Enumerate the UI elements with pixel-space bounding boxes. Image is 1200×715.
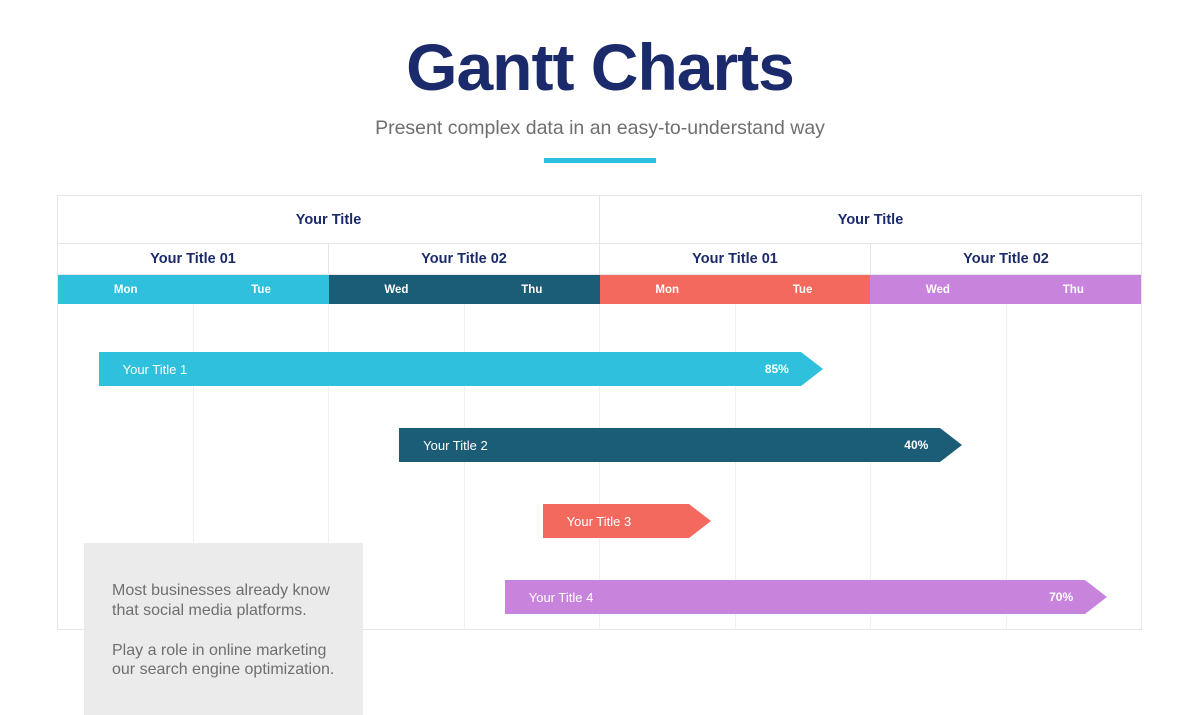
- note-box: Most businesses already know that social…: [84, 543, 363, 715]
- day-header-cell: Wed: [328, 275, 465, 304]
- day-header-cell: Mon: [599, 275, 735, 304]
- accent-divider: [544, 158, 656, 163]
- task-bar[interactable]: Your Title 2 40%: [399, 428, 963, 462]
- day-header-cell: Tue: [193, 275, 329, 304]
- slide-header: Gantt Charts Present complex data in an …: [0, 0, 1200, 163]
- subgroup-header-cell: Your Title 01: [58, 244, 328, 275]
- subgroup-header-cell: Your Title 02: [328, 244, 599, 275]
- task-bar[interactable]: Your Title 4 70%: [504, 580, 1108, 614]
- task-bar-body: [98, 352, 801, 386]
- task-bar-percent: 40%: [904, 438, 929, 452]
- day-header-cell: Wed: [870, 275, 1006, 304]
- group-header-cell: Your Title: [599, 196, 1141, 244]
- page-subtitle: Present complex data in an easy-to-under…: [375, 117, 825, 139]
- note-paragraph-1: Most businesses already know that social…: [112, 582, 330, 619]
- task-bar-label: Your Title 2: [423, 437, 488, 453]
- day-header-cell: Thu: [1005, 275, 1141, 304]
- task-bar[interactable]: Your Title 3: [542, 504, 711, 538]
- task-bar-percent: 85%: [764, 362, 789, 376]
- group-header-cell: Your Title: [58, 196, 599, 244]
- day-header-cell: Thu: [464, 275, 600, 304]
- task-bar-arrow-icon: [1085, 580, 1108, 614]
- day-header-cell: Tue: [734, 275, 871, 304]
- task-bar-label: Your Title 1: [122, 361, 188, 377]
- page-title: Gantt Charts: [406, 30, 795, 104]
- note-paragraph-2: Play a role in online marketing our sear…: [112, 641, 335, 679]
- task-bar-label: Your Title 3: [566, 513, 632, 529]
- task-bar-arrow-icon: [800, 352, 823, 386]
- task-bar-body: [399, 428, 941, 462]
- subgroup-header-cell: Your Title 01: [599, 244, 870, 275]
- task-bar-percent: 70%: [1049, 590, 1074, 604]
- subgroup-header-cell: Your Title 02: [870, 244, 1141, 275]
- task-bar-body: [504, 580, 1086, 614]
- day-header-cell: Mon: [58, 275, 194, 304]
- chart-plot-area: Most businesses already know that social…: [58, 304, 1141, 715]
- task-bar-body: [542, 504, 689, 538]
- task-bar-label: Your Title 4: [528, 589, 594, 605]
- task-bar[interactable]: Your Title 1 85%: [98, 352, 823, 386]
- task-bar-arrow-icon: [940, 428, 963, 462]
- task-bar-arrow-icon: [688, 504, 711, 538]
